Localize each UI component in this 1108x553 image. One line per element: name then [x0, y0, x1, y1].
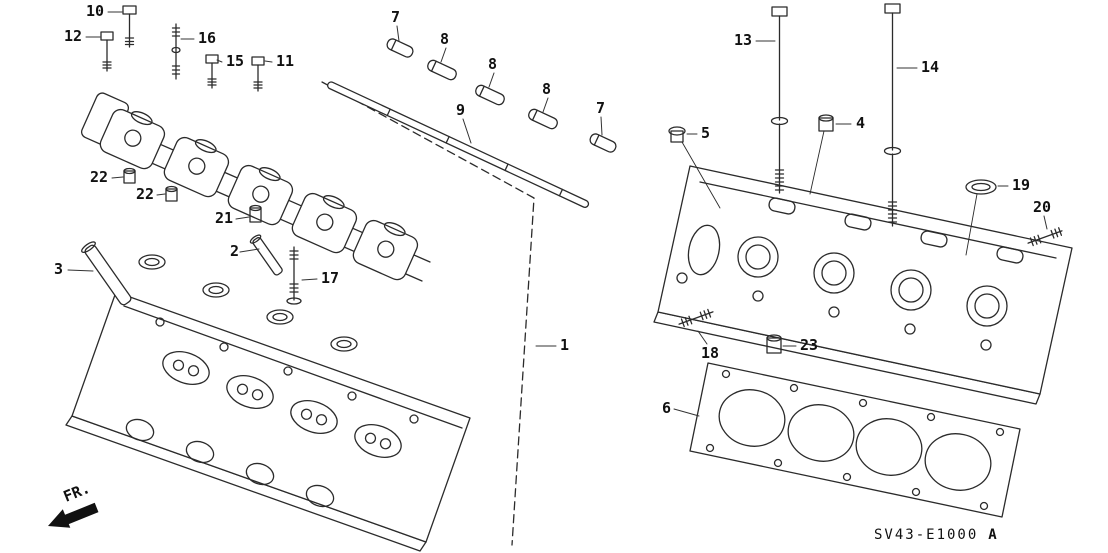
callout-9: 9: [456, 101, 466, 119]
callout-17: 17: [321, 269, 340, 287]
stud-18-drawing: [678, 308, 714, 328]
callout-16: 16: [198, 29, 217, 47]
callout-4: 4: [856, 114, 866, 132]
fr-arrow-icon: FR.: [48, 479, 99, 528]
callout-20: 20: [1033, 198, 1052, 216]
callout-23: 23: [800, 336, 819, 354]
bolt-15-drawing: [205, 54, 219, 89]
cylinder-head-left-drawing: [65, 291, 471, 552]
diagram-code-suffix: A: [988, 527, 999, 543]
bolt-10-drawing: [122, 5, 137, 48]
cap-23-drawing: [766, 334, 782, 354]
collar-8b-drawing: [475, 84, 505, 106]
rocker-arm-assembly-drawing: [80, 92, 431, 352]
head-gasket-drawing: [689, 362, 1021, 518]
valve-guide-3-drawing: [81, 241, 132, 306]
callout-15: 15: [226, 52, 245, 70]
ring-19-drawing: [965, 179, 997, 256]
diagram-code-main: SV43-E1000: [874, 527, 979, 543]
callout-7-2: 7: [596, 99, 606, 117]
cap-22b-drawing: [165, 185, 178, 202]
callout-13: 13: [734, 31, 753, 49]
stud-20-drawing: [1027, 227, 1063, 247]
callout-22-2: 22: [136, 185, 155, 203]
callout-11: 11: [276, 52, 295, 70]
callout-5: 5: [701, 124, 711, 142]
collar-8a-drawing: [427, 59, 457, 81]
leader-lines: [67, 11, 1048, 417]
callout-21: 21: [215, 209, 234, 227]
collar-7b-drawing: [589, 133, 617, 153]
callout-22-1: 22: [90, 168, 109, 186]
callout-18: 18: [701, 344, 720, 362]
collar-8c-drawing: [528, 108, 558, 130]
stud-17-drawing: [286, 246, 302, 305]
callout-6: 6: [662, 399, 672, 417]
head-bolt-13-drawing: [770, 6, 789, 194]
callout-2: 2: [230, 242, 240, 260]
cap-22a-drawing: [123, 167, 136, 184]
callout-14: 14: [921, 58, 940, 76]
diagram-code: SV43-E1000 A: [874, 527, 999, 543]
seal-5-drawing: [668, 126, 721, 209]
valve-guide-2-drawing: [249, 234, 283, 276]
assembly-boundary-dashed-line: [321, 81, 535, 546]
callout-8-3: 8: [542, 80, 552, 98]
callout-8-2: 8: [488, 55, 498, 73]
bolt-11-drawing: [251, 56, 265, 92]
callout-8-1: 8: [440, 30, 450, 48]
cylinder-head-right-drawing: [653, 165, 1073, 405]
callout-12: 12: [64, 27, 83, 45]
fr-label: FR.: [61, 479, 93, 506]
callout-19: 19: [1012, 176, 1031, 194]
cap-21-drawing: [249, 204, 262, 223]
callout-7-1: 7: [391, 8, 401, 26]
cap-4-drawing: [809, 114, 834, 195]
head-bolt-14-drawing: [883, 3, 902, 227]
rocker-shaft-9-drawing: [327, 81, 590, 208]
stud-16-drawing: [171, 23, 181, 80]
callout-10: 10: [86, 2, 105, 20]
callout-1: 1: [560, 336, 570, 354]
callout-3: 3: [54, 260, 64, 278]
bolt-12-drawing: [100, 31, 114, 72]
collar-7a-drawing: [386, 38, 414, 58]
